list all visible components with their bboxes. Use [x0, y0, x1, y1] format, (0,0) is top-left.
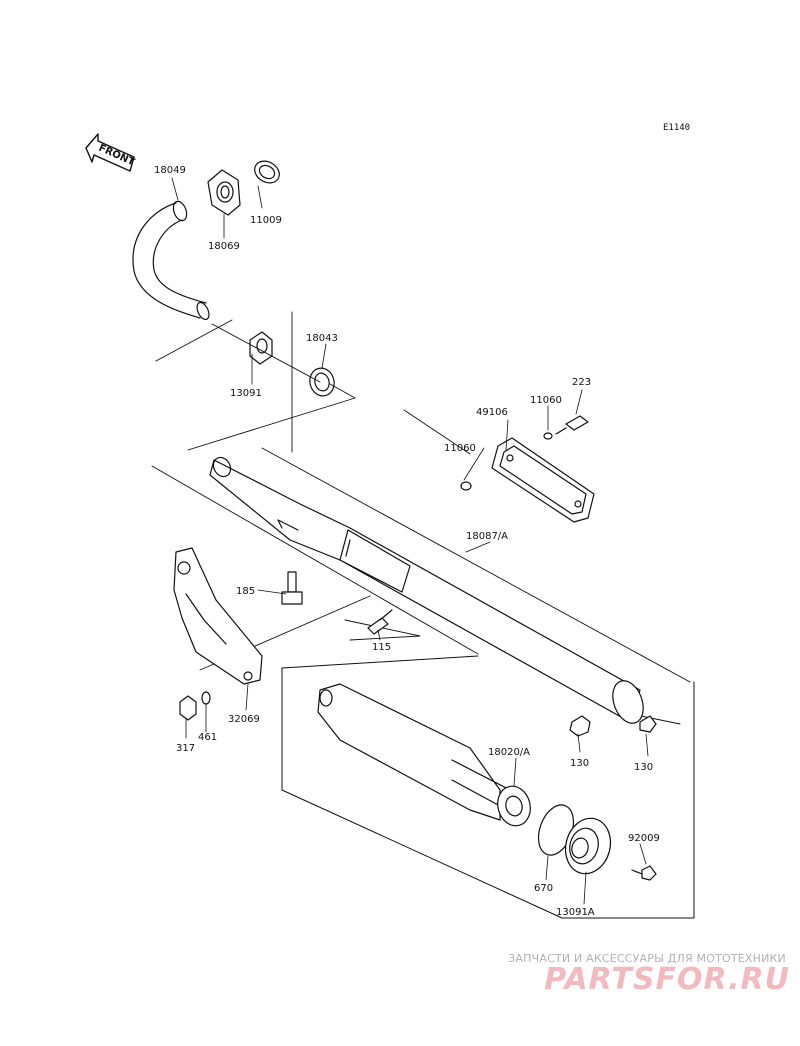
nut-317: [179, 695, 197, 721]
part-label-18087a: 18087/A: [466, 531, 508, 542]
part-label-130-left: 130: [570, 758, 589, 769]
part-label-317: 317: [176, 743, 195, 754]
bracket-32069: [173, 547, 263, 685]
part-label-18049: 18049: [154, 165, 186, 176]
part-label-223: 223: [572, 377, 591, 388]
bolt-130-left: [569, 715, 591, 737]
exhaust-pipe-18049: [132, 200, 210, 321]
part-label-13091a: 13091A: [556, 907, 595, 918]
nut-13091: [249, 331, 273, 365]
silencer-18020a: [317, 683, 531, 827]
watermark-tagline: ЗАПЧАСТИ И АКСЕССУАРЫ ДЛЯ МОТОТЕХНИКИ: [508, 952, 786, 965]
part-label-92009: 92009: [628, 833, 660, 844]
screw-92009: [631, 865, 657, 881]
part-label-185: 185: [236, 586, 255, 597]
bolt-115: [367, 609, 393, 635]
part-label-461: 461: [198, 732, 217, 743]
flange-18069: [207, 169, 241, 216]
bolt-223: [555, 415, 589, 435]
gasket-18043: [309, 367, 335, 397]
washer-11060-top: [543, 432, 553, 440]
part-label-11009: 11009: [250, 215, 282, 226]
muffler-body-18087a: [209, 456, 644, 724]
part-label-49106: 49106: [476, 407, 508, 418]
silencer-group-frame: [281, 655, 695, 919]
diagram-code: E1140: [663, 123, 690, 133]
part-label-670: 670: [534, 883, 553, 894]
front-arrow-icon: [85, 133, 135, 172]
part-label-11060-top: 11060: [530, 395, 562, 406]
part-label-13091: 13091: [230, 388, 262, 399]
gasket-11009: [254, 160, 280, 184]
part-label-115: 115: [372, 642, 391, 653]
end-cap-13091a: [564, 817, 612, 875]
part-label-130-right: 130: [634, 762, 653, 773]
bolt-185: [281, 571, 303, 605]
bolt-130-right: [639, 715, 657, 733]
assembly-lines: [151, 311, 691, 725]
part-label-18069: 18069: [208, 241, 240, 252]
part-label-11060-left: 11060: [444, 443, 476, 454]
washer-11060-left: [460, 481, 472, 491]
part-label-18020a: 18020/A: [488, 747, 530, 758]
heat-guard-49106: [491, 437, 595, 523]
leader-lines: [171, 177, 649, 905]
part-label-32069: 32069: [228, 714, 260, 725]
washer-461: [201, 691, 211, 705]
part-label-18043: 18043: [306, 333, 338, 344]
watermark-logo: PARTSFOR.RU: [544, 962, 790, 997]
